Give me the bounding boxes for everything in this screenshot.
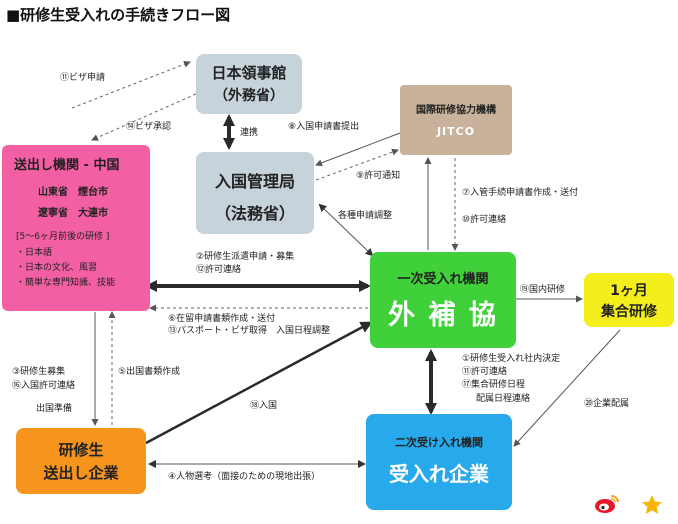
label-selection: ④人物選考（面接のための現地出張） (168, 472, 321, 482)
label-visa-approve: ⑭ビザ承認 (126, 122, 172, 132)
primary-subtitle: 一次受入れ機関 (397, 272, 489, 287)
month-training-box: 1ヶ月 集合研修 (584, 273, 674, 327)
label-renkei: 連携 (240, 128, 259, 138)
label-decide-1: ①研修生受入れ社内決定 (462, 354, 561, 364)
sender-training-head: [5〜6ヶ月前後の研修 ] (16, 232, 110, 242)
label-form-prep-2: ⑬パスポート・ビザ取得 入国日程調整 (168, 326, 331, 336)
secondary-box: 二次受け入れ機関 受入れ企業 (366, 414, 512, 510)
label-entry-submit: ⑧入国申請書提出 (288, 122, 360, 132)
trainee-company-box: 研修生 送出し企業 (16, 428, 146, 494)
primary-name: 外 補 協 (388, 300, 498, 331)
page-title: ■研修生受入れの手続きフロー図 (6, 6, 231, 24)
trainee-company-line2: 送出し企業 (43, 464, 119, 482)
consulate-box: 日本領事館 （外務省） (196, 54, 302, 114)
label-doc-adjust: 各種申請調整 (338, 211, 393, 221)
label-assign: ⑳企業配属 (584, 399, 630, 409)
immigration-box: 入国管理局 （法務省） (196, 152, 314, 234)
arrow-visa-apply (71, 60, 191, 109)
month-training-duration: 1ヶ月 (610, 283, 648, 299)
sender-title: 送出し機関 - 中国 (14, 158, 120, 173)
label-entry-form-1: ⑦入管手続申請書作成・送付 (462, 188, 579, 198)
consulate-ministry: （外務省） (214, 88, 284, 104)
arrow-entry (145, 321, 373, 445)
sender-item: ・日本の文化、風習 (16, 263, 98, 273)
jitco-box: 国際研修協力機構 JITCO (400, 85, 512, 155)
star-icon (640, 493, 664, 517)
trainee-company-line1: 研修生 (58, 441, 104, 459)
jitco-name: 国際研修協力機構 (416, 105, 496, 116)
label-exit-docs: ⑤出国書類作成 (118, 367, 181, 377)
month-training-name: 集合研修 (601, 304, 657, 320)
sender-item: ・簡単な専門知識、技能 (16, 278, 116, 288)
label-decide-3: ⑰集合研修日程 (462, 380, 526, 390)
sender-item: ・日本語 (16, 248, 53, 258)
sender-location-2: 遼寧省 大連市 (38, 208, 108, 219)
label-left-permit: ⑯入国許可連絡 (12, 381, 76, 391)
immigration-ministry: （法務省） (214, 204, 295, 223)
arrow-doc-adjust (318, 203, 374, 257)
jitco-acronym: JITCO (436, 125, 476, 138)
label-decide-4: 配属日程連絡 (476, 394, 531, 404)
sender-box: 送出し機関 - 中国 山東省 煙台市 遼寧省 大連市 [5〜6ヶ月前後の研修 ]… (2, 145, 150, 311)
weibo-icon (594, 493, 620, 515)
label-entry-form-2: ⑩許可連絡 (462, 215, 507, 225)
label-visa-apply: ⑪ビザ申請 (60, 73, 106, 83)
primary-box: 一次受入れ機関 外 補 協 (370, 252, 516, 348)
secondary-name: 受入れ企業 (389, 462, 489, 486)
secondary-subtitle: 二次受け入れ機関 (395, 436, 483, 449)
label-decide-2: ⑪許可連絡 (462, 367, 508, 377)
label-left-prep: 出国準備 (36, 404, 73, 414)
arrow-visa-approve (91, 93, 197, 141)
consulate-name: 日本領事館 (211, 64, 287, 82)
label-left-recruit: ③研修生募集 (12, 367, 66, 377)
label-permit-notice: ⑨許可通知 (356, 171, 401, 181)
immigration-name: 入国管理局 (214, 172, 295, 191)
label-recruit-2: ⑫許可連絡 (196, 265, 242, 275)
arrow-entry-submit (315, 132, 401, 167)
label-form-prep-1: ⑥在留申請書類作成・送付 (168, 314, 276, 324)
arrow-permit-notice (315, 148, 399, 181)
label-entry: ⑱入国 (250, 401, 278, 411)
label-recruit-1: ②研修生派遣申請・募集 (196, 252, 295, 262)
sender-location-1: 山東省 煙台市 (38, 187, 108, 198)
label-domestic-training: ⑲国内研修 (520, 285, 566, 295)
arrow-assign (513, 329, 621, 447)
